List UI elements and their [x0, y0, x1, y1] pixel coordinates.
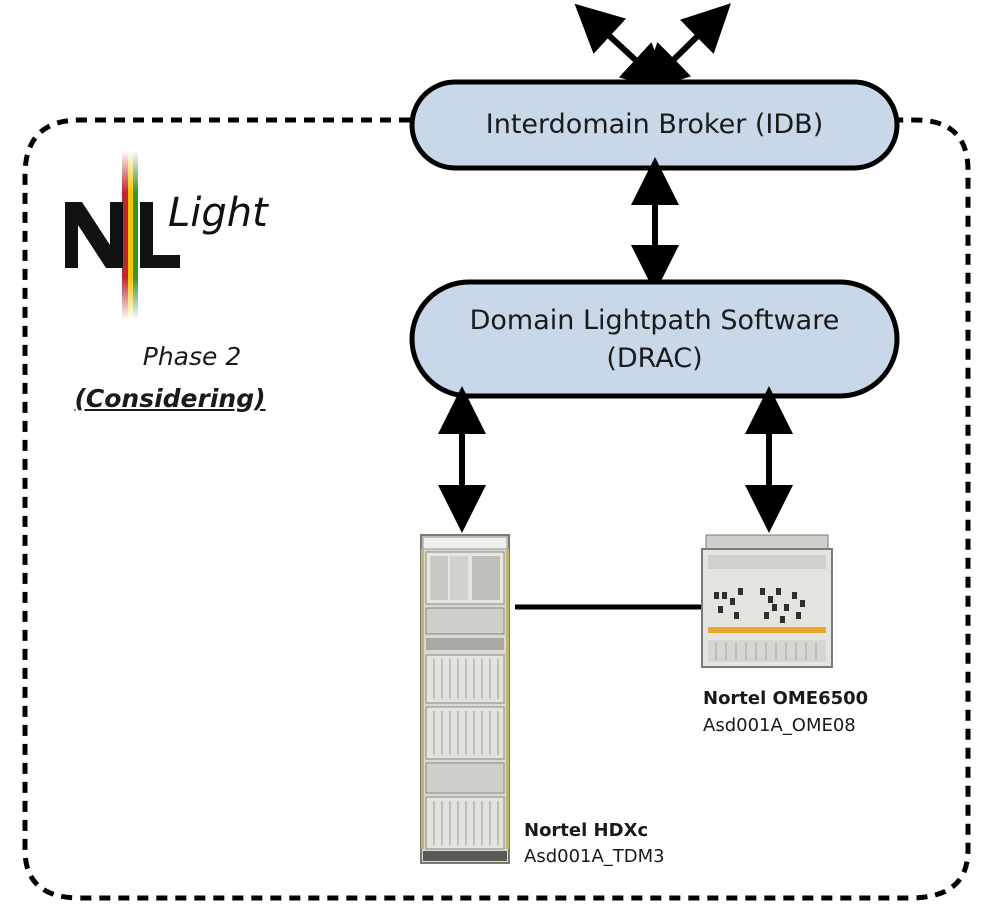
nortel-hdxc-rack — [420, 534, 510, 864]
drac-label-line2: (DRAC) — [606, 343, 703, 374]
external-arrow-left — [574, 3, 671, 93]
ome-device-id: Asd001A_OME08 — [703, 715, 856, 736]
external-arrow-right — [640, 3, 731, 93]
idb-label: Interdomain Broker (IDB) — [485, 109, 824, 140]
drac-label-line1: Domain Lightpath Software — [469, 305, 840, 336]
nl-logo — [65, 150, 180, 320]
ome-device-name: Nortel OME6500 — [703, 688, 869, 709]
domain-boundary — [22, 117, 971, 901]
logo-light-text: Light — [168, 190, 268, 236]
phase-label: Phase 2 — [142, 342, 242, 371]
drac-node-shape — [409, 279, 900, 399]
hdxc-device-id: Asd001A_TDM3 — [524, 846, 665, 867]
phase-status: (Considering) — [74, 384, 266, 413]
hdxc-device-name: Nortel HDXc — [524, 820, 649, 841]
nortel-ome6500-shelf — [701, 534, 833, 668]
